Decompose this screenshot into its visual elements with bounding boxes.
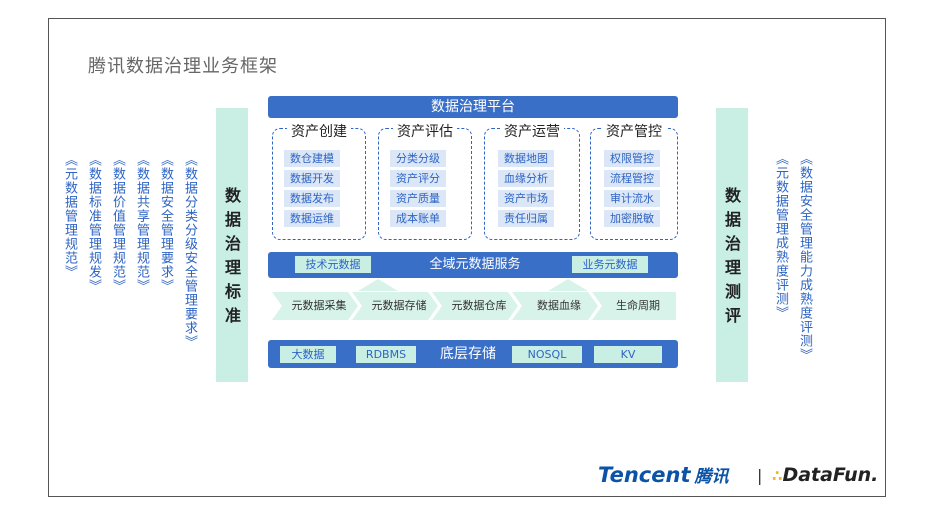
- chip: 数据地图: [498, 150, 554, 167]
- chip: 责任归属: [498, 210, 554, 227]
- tencent-logo-cn: 腾讯: [694, 467, 729, 487]
- chip: 权限管控: [604, 150, 660, 167]
- flow-step-bg: [512, 292, 598, 320]
- standards-band: [216, 108, 248, 382]
- upward-arrows: [358, 279, 588, 291]
- datafun-logo-text: DataFun.: [782, 464, 879, 486]
- page-title: 腾讯数据治理业务框架: [88, 56, 278, 77]
- chip: 资产市场: [498, 190, 554, 207]
- datafun-logo: ∴DataFun.: [772, 464, 878, 486]
- standard-right-1: 《元数据管理成熟度评测》: [773, 152, 788, 320]
- standard-left-2: 《数据标准管理规发》: [86, 153, 101, 293]
- flow-step: 元数据仓库: [451, 299, 507, 312]
- storage-chip: 大数据: [280, 346, 336, 363]
- storage-chip: KV: [594, 346, 662, 363]
- group-asset-operate: 资产运营: [484, 124, 580, 240]
- group-asset-evaluate: 资产评估: [378, 124, 472, 240]
- storage-title: 底层存储: [440, 346, 496, 362]
- group-title: 资产评估: [393, 124, 457, 140]
- standard-left-4: 《数据共享管理规范》: [134, 153, 149, 293]
- up-arrow-left: [358, 279, 398, 291]
- standards-band-label: 数据治理标准: [224, 186, 241, 325]
- standard-left-1: 《元数据管理规范》: [62, 153, 77, 279]
- chip: 数据开发: [284, 170, 340, 187]
- chip: 数据运维: [284, 210, 340, 227]
- flow-chevrons: [272, 292, 676, 320]
- chip: 加密脱敏: [604, 210, 660, 227]
- chip: 流程管控: [604, 170, 660, 187]
- group-title: 资产创建: [287, 124, 351, 140]
- flow-step: 生命周期: [616, 299, 660, 312]
- standard-right-2: 《数据安全管理能力成熟度评测》: [797, 152, 812, 362]
- group-title: 资产管控: [602, 124, 666, 140]
- business-metadata-tag: 业务元数据: [572, 256, 648, 273]
- standard-left-5: 《数据安全管理要求》: [158, 153, 173, 293]
- flow-step-bg: [432, 292, 518, 320]
- up-arrow-right: [548, 279, 588, 291]
- group-asset-create: 资产创建: [272, 124, 366, 240]
- evaluation-band-label: 数据治理测评: [724, 186, 741, 325]
- group-title: 资产运营: [500, 124, 564, 140]
- group-asset-control: 资产管控: [590, 124, 678, 240]
- chip: 资产评分: [390, 170, 446, 187]
- chip: 数据发布: [284, 190, 340, 207]
- standard-left-3: 《数据价值管理规范》: [110, 153, 125, 293]
- flow-step: 元数据采集: [291, 299, 347, 312]
- evaluation-band: [716, 108, 748, 382]
- chip: 数仓建模: [284, 150, 340, 167]
- chip: 成本账单: [390, 210, 446, 227]
- metadata-service-title: 全域元数据服务: [429, 257, 521, 272]
- chip: 血缘分析: [498, 170, 554, 187]
- storage-chip: NOSQL: [512, 346, 582, 363]
- flow-step-bg: [592, 292, 676, 320]
- standard-left-6: 《数据分类分级安全管理要求》: [182, 153, 197, 349]
- flow-step-bg: [352, 292, 438, 320]
- chip: 资产质量: [390, 190, 446, 207]
- datafun-logo-mark: ∴: [772, 467, 783, 485]
- flow-step: 元数据存储: [371, 299, 427, 312]
- flow-step: 数据血缘: [537, 299, 581, 312]
- chip: 审计流水: [604, 190, 660, 207]
- flow-step-bg: [272, 292, 358, 320]
- storage-chip: RDBMS: [356, 346, 416, 363]
- tencent-logo-en: Tencent: [598, 463, 691, 487]
- chip: 分类分级: [390, 150, 446, 167]
- tech-metadata-tag: 技术元数据: [295, 256, 371, 273]
- logo-separator: |: [757, 466, 763, 485]
- platform-header: 数据治理平台: [268, 96, 678, 118]
